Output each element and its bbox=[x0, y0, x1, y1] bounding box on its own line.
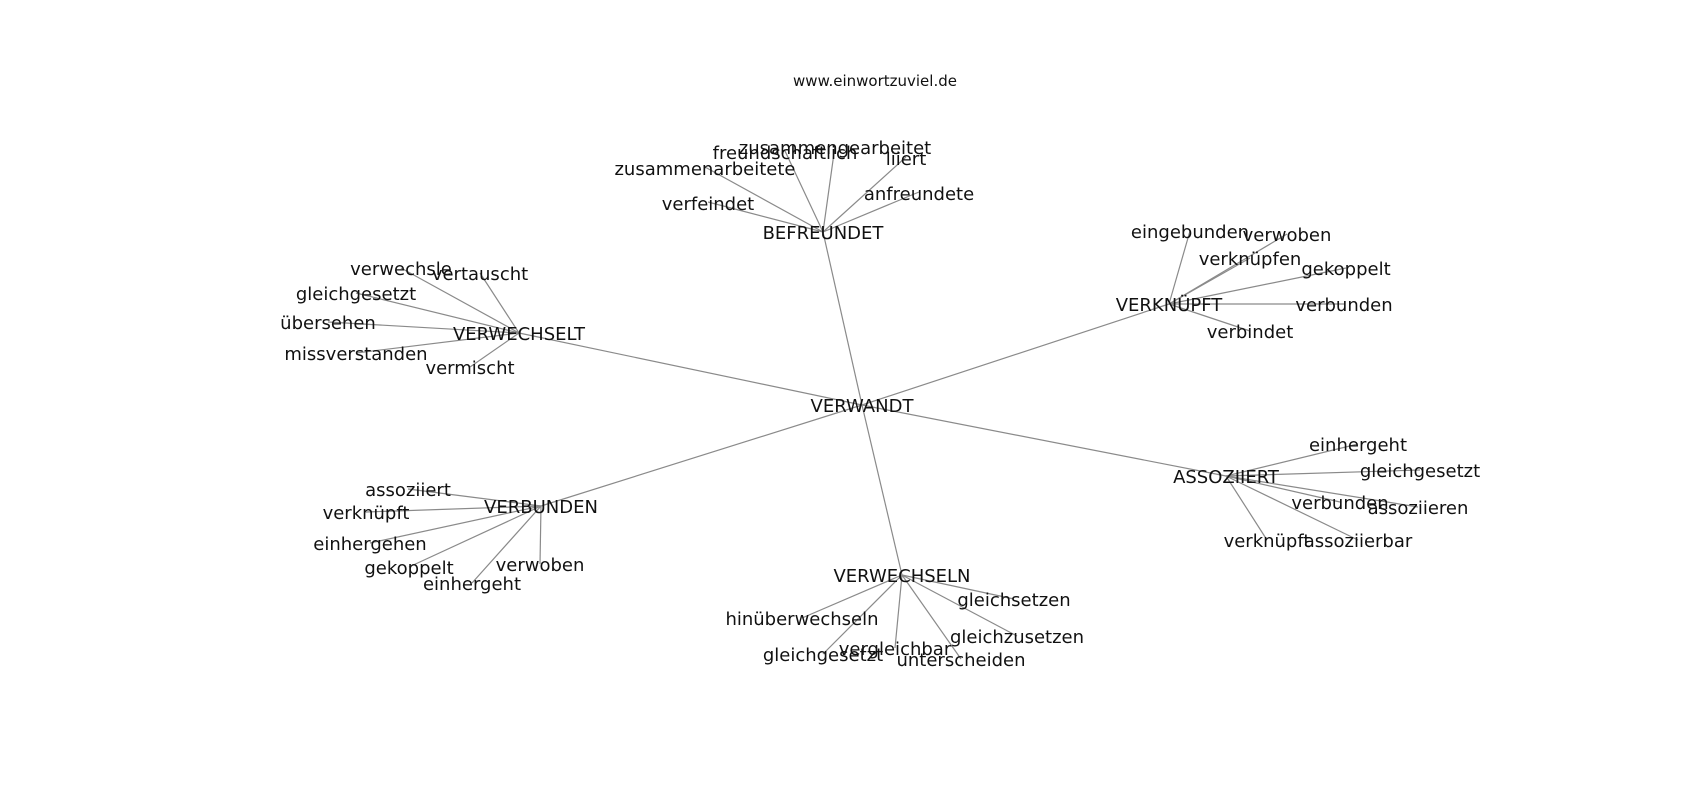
labels-layer: VERWANDT BEFREUNDET zusammengearbeitetfreu… bbox=[280, 138, 1480, 671]
edge-assoziiert-einhergeht bbox=[1225, 443, 1359, 477]
edge-verwechseln-vergleichbar bbox=[894, 574, 903, 649]
edge-befreundet-freundschaftlich bbox=[784, 150, 824, 233]
leaf-node-befreundet-zusammengearbeitet: zusammengearbeitet bbox=[739, 138, 931, 159]
edge-verwechselt-verwechsle bbox=[400, 267, 520, 334]
edge-verwechseln-hinueberwechseln bbox=[801, 574, 903, 619]
leaf-node-verwechselt-vermischt: vermischt bbox=[425, 358, 514, 379]
edge-verwechselt-vermischt bbox=[469, 332, 520, 368]
leaf-node-verknuepft-eingebunden: eingebunden bbox=[1131, 222, 1249, 243]
leaf-node-verknuepft-verbunden: verbunden bbox=[1295, 295, 1392, 316]
edge-verbunden-einhergehen bbox=[369, 505, 542, 544]
edge-center-assoziiert bbox=[861, 404, 1227, 477]
leaf-node-befreundet-anfreundete: anfreundete bbox=[864, 184, 974, 205]
edge-befreundet-anfreundete bbox=[822, 191, 920, 233]
edge-center-verwechseln bbox=[861, 404, 903, 576]
leaf-node-verbunden-assoziiert: assoziiert bbox=[365, 480, 451, 501]
leaf-node-befreundet-zusammenarbeitete: zusammenarbeitete bbox=[614, 159, 795, 180]
edge-verknuepft-eingebunden bbox=[1168, 230, 1191, 305]
leaf-node-verknuepft-gekoppelt: gekoppelt bbox=[1301, 259, 1390, 280]
edge-verknuepft-verknuepfen bbox=[1168, 257, 1251, 305]
hub-node-verwechselt: VERWECHSELT bbox=[453, 324, 586, 345]
edge-verknuepft-verbindet bbox=[1168, 303, 1251, 332]
hub-node-befreundet: BEFREUNDET bbox=[763, 223, 885, 244]
edge-befreundet-liiert bbox=[822, 156, 907, 233]
edge-verbunden-verwoben bbox=[539, 505, 542, 565]
edge-befreundet-zusammengearbeitet bbox=[822, 145, 836, 233]
leaf-node-assoziiert-gleichgesetzt: gleichgesetzt bbox=[1360, 461, 1480, 482]
leaf-node-verwechselt-verwechsle: verwechsle bbox=[350, 259, 452, 280]
leaf-node-verbunden-einhergeht: einhergeht bbox=[423, 574, 521, 595]
leaf-node-verwechselt-missverstanden: missverstanden bbox=[284, 344, 427, 365]
leaf-node-verwechselt-uebersehen: übersehen bbox=[280, 313, 376, 334]
leaf-node-verbunden-verknuepft: verknüpft bbox=[323, 503, 410, 524]
leaf-node-verwechseln-gleichzusetzen: gleichzusetzen bbox=[950, 627, 1084, 648]
leaf-node-verwechseln-gleichsetzen: gleichsetzen bbox=[957, 590, 1070, 611]
leaf-node-verbunden-gekoppelt: gekoppelt bbox=[364, 558, 453, 579]
edge-verknuepft-gekoppelt bbox=[1168, 267, 1347, 305]
edge-assoziiert-verbunden bbox=[1225, 475, 1341, 503]
edge-verwechseln-unterscheiden bbox=[901, 574, 962, 660]
hub-node-verwechseln: VERWECHSELN bbox=[833, 566, 970, 587]
leaf-node-assoziiert-verbunden: verbunden bbox=[1291, 493, 1388, 514]
hub-node-verknuepft: VERKNÜPFT bbox=[1116, 294, 1224, 316]
edge-verwechseln-gleichgesetzt bbox=[822, 574, 903, 655]
leaf-node-assoziiert-assoziieren: assoziieren bbox=[1368, 498, 1469, 519]
edge-center-verbunden bbox=[540, 404, 863, 507]
edges-layer bbox=[327, 145, 1421, 660]
leaf-node-befreundet-liiert: liiert bbox=[886, 149, 927, 170]
leaf-node-verbunden-verwoben: verwoben bbox=[496, 555, 585, 576]
hub-node-verbunden: VERBUNDEN bbox=[484, 497, 598, 518]
hub-node-assoziiert: ASSOZIIERT bbox=[1173, 467, 1280, 488]
edge-verwechselt-gleichgesetzt bbox=[355, 292, 520, 334]
leaf-node-assoziiert-assoziierbar: assoziierbar bbox=[1304, 531, 1413, 552]
edge-verbunden-assoziiert bbox=[407, 488, 542, 507]
edge-befreundet-verfeindet bbox=[707, 201, 824, 233]
edge-verbunden-verknuepft bbox=[365, 505, 542, 513]
leaf-node-verwechseln-unterscheiden: unterscheiden bbox=[896, 650, 1025, 671]
leaf-node-befreundet-freundschaftlich: freundschaftlich bbox=[713, 143, 858, 164]
edge-verbunden-gekoppelt bbox=[408, 505, 542, 568]
edge-center-verknuepft bbox=[861, 303, 1170, 406]
leaf-node-verbunden-einhergehen: einhergehen bbox=[313, 534, 426, 555]
edge-verwechselt-vertauscht bbox=[479, 272, 520, 334]
leaf-node-befreundet-verfeindet: verfeindet bbox=[662, 194, 755, 215]
edge-verwechseln-gleichsetzen bbox=[901, 574, 1015, 600]
center-node-label: VERWANDT bbox=[811, 396, 915, 417]
leaf-node-verwechseln-hinueberwechseln: hinüberwechseln bbox=[725, 609, 878, 630]
leaf-node-verwechselt-vertauscht: vertauscht bbox=[432, 264, 528, 285]
leaf-node-assoziiert-einhergeht: einhergeht bbox=[1309, 435, 1407, 456]
edge-verwechseln-gleichzusetzen bbox=[901, 574, 1018, 637]
leaf-node-assoziiert-verknuepft: verknüpft bbox=[1224, 531, 1311, 552]
edge-assoziiert-assoziieren bbox=[1225, 475, 1419, 508]
edge-assoziiert-verknuepft bbox=[1225, 475, 1268, 541]
edge-center-verwechselt bbox=[518, 332, 863, 406]
edge-verbunden-einhergeht bbox=[471, 505, 542, 584]
edge-assoziiert-gleichgesetzt bbox=[1225, 469, 1421, 477]
leaf-node-verknuepft-verbindet: verbindet bbox=[1207, 322, 1294, 343]
edge-assoziiert-assoziierbar bbox=[1225, 475, 1359, 541]
leaf-node-verwechseln-vergleichbar: vergleichbar bbox=[839, 639, 952, 660]
edge-center-befreundet bbox=[822, 231, 863, 406]
leaf-node-verwechselt-gleichgesetzt: gleichgesetzt bbox=[296, 284, 416, 305]
site-url-title: www.einwortzuviel.de bbox=[793, 72, 957, 90]
edge-verwechselt-uebersehen bbox=[327, 321, 520, 334]
edge-verwechselt-missverstanden bbox=[355, 332, 520, 354]
leaf-node-verknuepft-verwoben: verwoben bbox=[1243, 225, 1332, 246]
edge-befreundet-zusammenarbeitete bbox=[704, 166, 824, 233]
leaf-node-verknuepft-verknuepfen: verknüpfen bbox=[1199, 249, 1302, 270]
leaf-node-verwechseln-gleichgesetzt: gleichgesetzt bbox=[763, 645, 883, 666]
